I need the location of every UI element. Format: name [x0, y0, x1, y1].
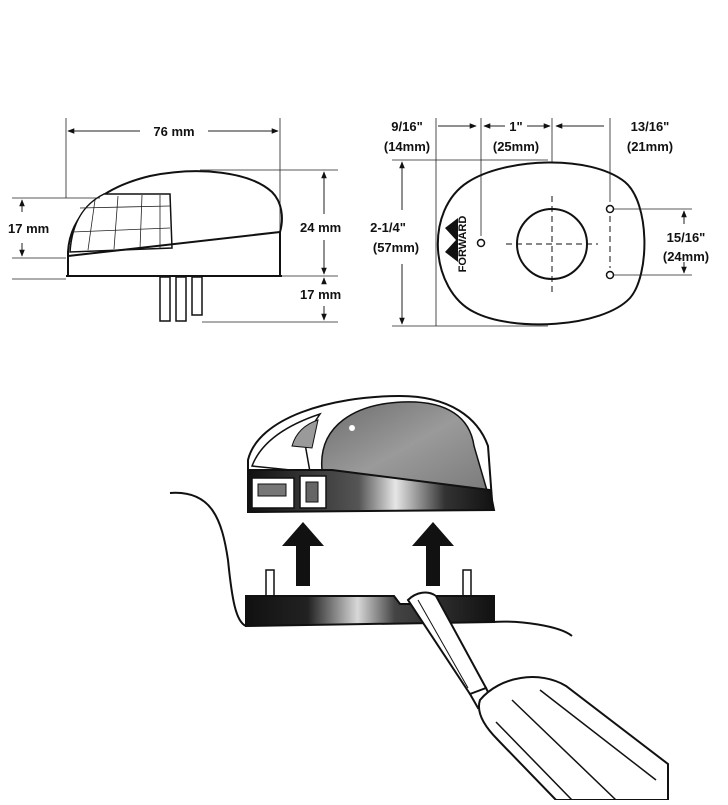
side-view: 76 mm 17 mm 24 mm 17 mm — [8, 118, 341, 323]
dim-c-fraction: 13/16" — [631, 119, 670, 134]
screwdriver-icon — [406, 591, 669, 801]
stud-length-label: 17 mm — [300, 287, 341, 302]
top-view: 9/16" (14mm) 1" (25mm) 13/16" (21mm) 2-1… — [370, 118, 709, 327]
lift-arrow-left-icon — [282, 522, 324, 586]
lift-arrow-right-icon — [412, 522, 454, 586]
dim-a-fraction: 9/16" — [391, 119, 422, 134]
hole-spacing-metric: (24mm) — [663, 249, 709, 264]
dim-a-metric: (14mm) — [384, 139, 430, 154]
installation-illustration — [169, 394, 669, 801]
lens-height-label: 17 mm — [8, 221, 49, 236]
forward-label: FORWARD — [457, 216, 469, 273]
height-metric: (57mm) — [373, 240, 419, 255]
width-label: 76 mm — [153, 124, 194, 139]
forward-arrow-icon — [445, 218, 458, 262]
height-fraction: 2-1/4" — [370, 220, 406, 235]
dim-b-fraction: 1" — [509, 119, 522, 134]
dim-c-metric: (21mm) — [627, 139, 673, 154]
dim-b-metric: (25mm) — [493, 139, 539, 154]
hole-spacing-fraction: 15/16" — [667, 230, 706, 245]
height-label: 24 mm — [300, 220, 341, 235]
mounting-base — [245, 595, 495, 628]
